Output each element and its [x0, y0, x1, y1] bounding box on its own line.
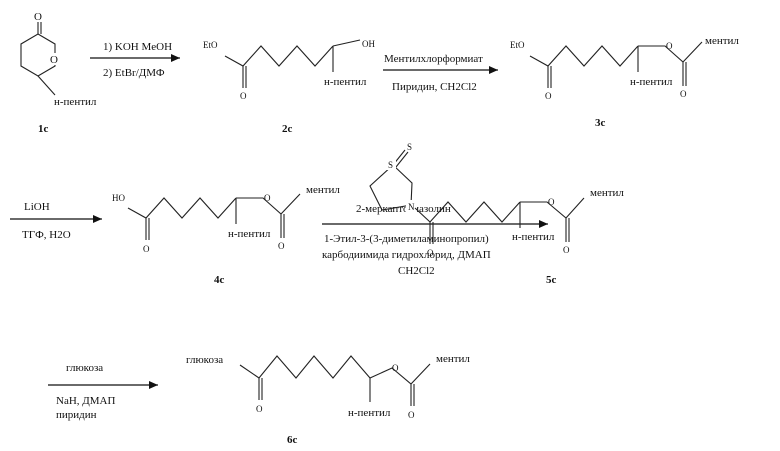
reagent-step4-line4: CH2Cl2	[398, 265, 435, 277]
menthyl-6c: ментил	[436, 353, 470, 365]
label-4c: 4c	[214, 274, 225, 286]
ester-oxygen-5c: O	[548, 197, 555, 207]
hydroxyl-2c: OH	[362, 39, 375, 49]
carbonate-oxygen-4c: O	[278, 241, 285, 251]
arrow-head-step-5	[149, 381, 158, 389]
reagent-step4-line2: 1-Этил-3-(3-диметиламинопропил)	[324, 233, 489, 245]
reagent-step4-line1: 2-меркаптотиазолин	[356, 203, 451, 215]
arrow-head-step-4	[539, 220, 548, 228]
reagent-step5-line3: пиридин	[56, 409, 97, 421]
reagent-step4-line3: карбодиимида гидрохлорид, ДМАП	[322, 249, 491, 261]
label-1c: 1c	[38, 123, 49, 135]
compound-2c: EtO O н-пентил OH 2c	[203, 39, 375, 135]
reagent-step1-line1: 1) KOH MeOH	[103, 41, 172, 53]
carbonyl-oxygen-1c: O	[34, 11, 42, 23]
compound-1c: O O н-пентил 1c	[21, 11, 97, 135]
menthyl-3c: ментил	[705, 35, 739, 47]
reagent-step5-line2: NaH, ДМАП	[56, 395, 115, 407]
carbonyl-oxygen-3c: O	[545, 91, 552, 101]
label-3c: 3c	[595, 117, 606, 129]
arrow-head-step-2	[489, 66, 498, 74]
arrow-head-step-3	[93, 215, 102, 223]
thione-sulfur-5c: S	[407, 142, 412, 152]
pentyl-6c: н-пентил	[348, 407, 391, 419]
carbonate-oxygen-5c: O	[563, 245, 570, 255]
reagent-step2-line2: Пиридин, CH2Cl2	[392, 81, 477, 93]
pentyl-2c: н-пентил	[324, 76, 367, 88]
glucose-6c: глюкоза	[186, 354, 223, 366]
pentyl-3c: н-пентил	[630, 76, 673, 88]
compound-3c: EtO O н-пентил O O ментил 3c	[510, 35, 739, 129]
ring-nitrogen-5c: N	[408, 202, 415, 212]
hydroxyl-4c: HO	[112, 193, 125, 203]
carbonyl-oxygen-6c: O	[256, 404, 263, 414]
label-5c: 5c	[546, 274, 557, 286]
eto-3c: EtO	[510, 40, 525, 50]
ring-oxygen-1c: O	[50, 54, 58, 66]
reagent-step5-line1: глюкоза	[66, 362, 103, 374]
pentyl-1c: н-пентил	[54, 96, 97, 108]
carbonate-oxygen-6c: O	[408, 410, 415, 420]
reagent-step1-line2: 2) EtBr/ДМФ	[103, 67, 165, 79]
ester-oxygen-4c: O	[264, 193, 271, 203]
pentyl-5c: н-пентил	[512, 231, 555, 243]
ester-oxygen-3c: O	[666, 41, 673, 51]
reagent-step3-line2: ТГФ, H2O	[22, 229, 71, 241]
carbonyl-oxygen-4c: O	[143, 244, 150, 254]
carbonate-oxygen-3c: O	[680, 89, 687, 99]
carbonyl-oxygen-5c: O	[427, 248, 434, 258]
label-2c: 2c	[282, 123, 293, 135]
menthyl-5c: ментил	[590, 187, 624, 199]
ring-sulfur-5c: S	[388, 160, 393, 170]
label-6c: 6c	[287, 434, 298, 446]
eto-2c: EtO	[203, 40, 218, 50]
ester-oxygen-6c: O	[392, 363, 399, 373]
pentyl-4c: н-пентил	[228, 228, 271, 240]
carbonyl-oxygen-2c: O	[240, 91, 247, 101]
compound-4c: HO O н-пентил O O ментил 4c	[112, 184, 340, 286]
reagent-step3-line1: LiOH	[24, 201, 50, 213]
reagent-step2-line1: Ментилхлорформиат	[384, 53, 483, 65]
arrow-head-step-1	[171, 54, 180, 62]
compound-6c: глюкоза O н-пентил O O ментил 6c	[186, 353, 470, 446]
menthyl-4c: ментил	[306, 184, 340, 196]
